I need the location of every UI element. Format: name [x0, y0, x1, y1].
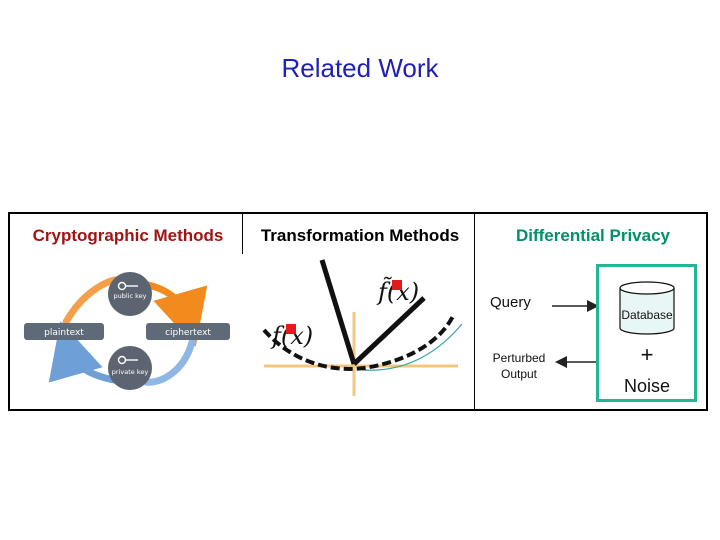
ciphertext-label: ciphertext — [165, 328, 211, 338]
column-divider — [474, 214, 475, 254]
dp-arrows — [552, 300, 599, 368]
transformation-function-plot: f̃(x) f(x) — [262, 259, 463, 396]
plaintext-box: plaintext — [24, 323, 104, 340]
plus-sign: + — [640, 342, 654, 367]
red-square-icon — [286, 324, 296, 334]
public-key-label: public key — [113, 292, 146, 300]
database-icon — [619, 281, 675, 335]
noise-label: Noise — [623, 376, 671, 396]
private-key-label: private key — [112, 368, 149, 376]
perturbed-output-line1: Perturbed — [492, 351, 546, 365]
database-label: Database — [621, 308, 673, 322]
database-box — [596, 264, 697, 402]
column-divider — [242, 214, 243, 254]
plaintext-label: plaintext — [44, 328, 84, 338]
private-key-icon: private key — [108, 346, 152, 390]
ciphertext-box: ciphertext — [146, 323, 230, 340]
red-square-icon — [392, 280, 402, 290]
column-divider — [474, 254, 475, 411]
query-label: Query — [490, 294, 531, 311]
heading-cryptographic-methods: Cryptographic Methods — [32, 226, 224, 245]
methods-table: Cryptographic Methods Transformation Met… — [8, 212, 708, 411]
public-key-icon: public key — [108, 272, 152, 316]
perturbed-output-line2: Output — [500, 367, 538, 381]
heading-differential-privacy: Differential Privacy — [515, 226, 670, 245]
heading-transformation-methods: Transformation Methods — [260, 226, 460, 245]
encryption-cycle-diagram: public key private key plaintext ciphert… — [24, 272, 230, 390]
slide-title: Related Work — [281, 53, 439, 83]
